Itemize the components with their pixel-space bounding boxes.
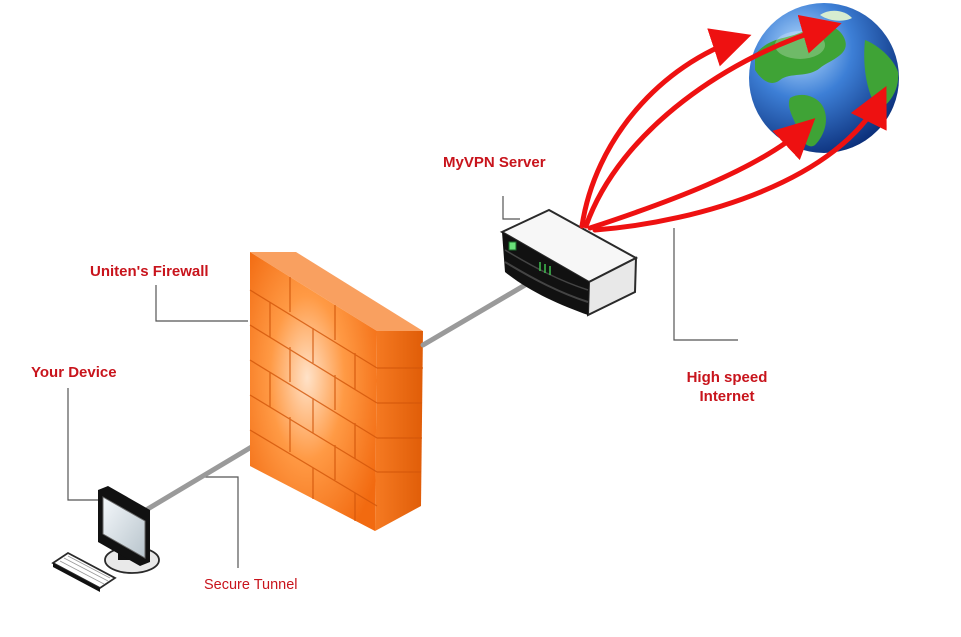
internet-label-line-2: Internet — [699, 388, 755, 405]
vpn-server-leader — [502, 196, 520, 220]
computer-icon — [51, 486, 160, 592]
your-device-leader — [67, 388, 100, 501]
internet-arrows — [579, 14, 887, 233]
secure-tunnel-label: Secure Tunnel — [204, 577, 298, 593]
your-device-label: Your Device — [31, 364, 117, 381]
internet-arrow-3 — [587, 118, 816, 231]
internet-label-line-1: High speed — [686, 369, 768, 386]
firewall-leader — [155, 285, 248, 322]
globe-icon — [749, 3, 899, 153]
server-link-line — [420, 275, 540, 348]
internet-label: High speed Internet — [672, 368, 782, 406]
secure-tunnel-leader — [205, 476, 239, 568]
internet-arrow-2 — [583, 14, 842, 229]
firewall-label: Uniten's Firewall — [90, 263, 209, 280]
leader-lines — [67, 196, 738, 568]
firewall-icon — [249, 252, 423, 531]
vpn-server-icon — [499, 208, 639, 317]
vpn-server-label: MyVPN Server — [443, 154, 546, 171]
internet-arrow-1 — [579, 28, 752, 229]
internet-arrow-4 — [592, 86, 887, 233]
internet-leader — [673, 228, 738, 341]
